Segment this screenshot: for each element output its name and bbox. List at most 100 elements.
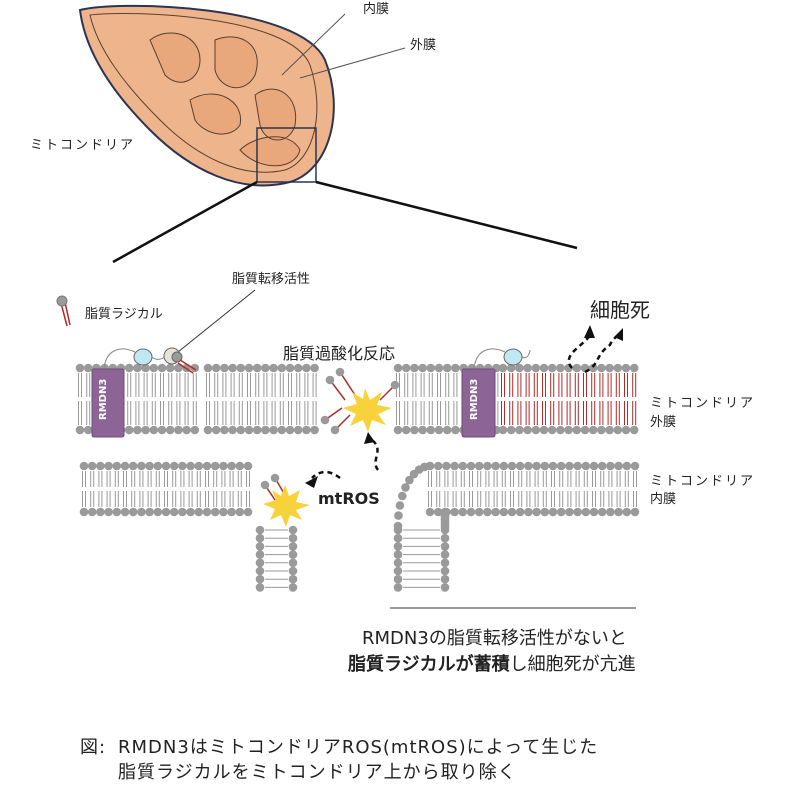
lipid-head [440, 550, 450, 559]
lipid-head [393, 558, 403, 568]
lipid-head [499, 461, 509, 471]
caption-line2: 脂質ラジカルをミトコンドリア上から取り除く [118, 762, 517, 783]
lipid-head [393, 425, 403, 435]
lipid-head [440, 574, 450, 584]
lipid-head [390, 380, 400, 390]
lipid-head [285, 425, 295, 435]
lipid-head [227, 461, 236, 471]
lipid-head [133, 363, 142, 373]
lipid-head [220, 363, 229, 373]
lipid-head [434, 425, 444, 435]
lipid-head [288, 558, 298, 568]
lipid-radical-legend-icon [56, 295, 71, 327]
lipid-head [474, 507, 484, 517]
label-lipid-peroxidation: 脂質過酸化反応 [283, 344, 396, 363]
lipid-head [426, 425, 436, 435]
zoom-line-left [112, 180, 258, 264]
lipid-head [269, 363, 278, 373]
lipid-head [104, 507, 113, 517]
lipid-head [466, 461, 476, 471]
lipid-head [588, 425, 598, 435]
lipid-head [451, 363, 460, 373]
lipid-head [320, 415, 330, 425]
leader-line-outer [299, 47, 406, 79]
lipid-head [581, 507, 591, 517]
lipid-head [194, 507, 204, 517]
lipid-head [629, 425, 639, 435]
lipid-head [451, 425, 460, 435]
lipid-head [524, 461, 533, 471]
lipid-head [269, 425, 278, 435]
zoom-box [256, 127, 317, 183]
lipid-head [210, 507, 220, 517]
lipid-head [203, 425, 213, 435]
lipid-head [401, 363, 411, 373]
lipid-head [483, 507, 492, 517]
lipid-head [243, 507, 253, 517]
lipid-head [539, 363, 549, 373]
lipid-head [124, 363, 134, 373]
lipid-head [573, 461, 582, 471]
lipid-head [588, 363, 598, 373]
mitochondrion-illustration [78, 4, 335, 187]
lipid-head [458, 507, 468, 517]
lipid-head [236, 425, 246, 435]
lipid-head [190, 363, 200, 373]
lipid-head [515, 425, 524, 435]
lipid-head [255, 550, 265, 559]
lipid-head [260, 480, 270, 490]
lipid-head [128, 507, 138, 517]
label-outer-membrane: 外膜 [410, 38, 437, 53]
lipid-head [507, 461, 517, 471]
lipid-head [243, 461, 253, 471]
lipid-head [565, 461, 574, 471]
lipid-head [202, 507, 212, 517]
lipid-head [288, 583, 298, 592]
lipid-head [548, 507, 558, 517]
lipid-head [335, 367, 345, 377]
lipid-head [252, 363, 262, 373]
lipid-head [405, 475, 414, 485]
lipid-head [255, 525, 265, 535]
lipid-head [515, 363, 524, 373]
lipid-head [606, 461, 615, 471]
label-mito-inner-2: 内膜 [650, 492, 677, 507]
lipid-head [393, 521, 403, 531]
lipid-head [524, 507, 533, 517]
lipid-head [564, 425, 573, 435]
lipid-head [228, 363, 237, 373]
lipid-head [506, 425, 516, 435]
caption-prefix: 図: [80, 737, 107, 758]
lipid-head [450, 461, 459, 471]
lipid-head [597, 461, 607, 471]
conclusion-line2: 脂質ラジカルが蓄積し細胞死が亢進 [348, 650, 636, 676]
lipid-head [440, 558, 450, 568]
lipid-head [572, 363, 582, 373]
lipid-head [255, 558, 265, 568]
lipid-head [293, 363, 303, 373]
lipid-head [597, 363, 606, 373]
lipid-head [120, 507, 130, 517]
conclusion-rest: し細胞死が亢進 [509, 654, 636, 675]
lipid-head [556, 363, 565, 373]
lipid-head [128, 461, 138, 471]
lipid-head [393, 583, 403, 592]
lipid-head [606, 507, 615, 517]
lipid-head [133, 425, 142, 435]
lipid-head [203, 363, 213, 373]
label-lipid-transfer: 脂質転移活性 [232, 272, 311, 287]
lipid-head [252, 425, 262, 435]
lipid-head [255, 583, 265, 592]
lipid-head [613, 425, 623, 435]
lipid-head [523, 425, 532, 435]
lipid-head [178, 461, 187, 471]
lipid-head [515, 461, 525, 471]
arrow-heads [305, 325, 623, 488]
lipid-head [270, 473, 280, 483]
lipid-head [87, 461, 97, 471]
lipid-head [169, 461, 179, 471]
lipid-head [288, 550, 298, 559]
lipid-head [302, 425, 311, 435]
lipid-head [442, 425, 452, 435]
